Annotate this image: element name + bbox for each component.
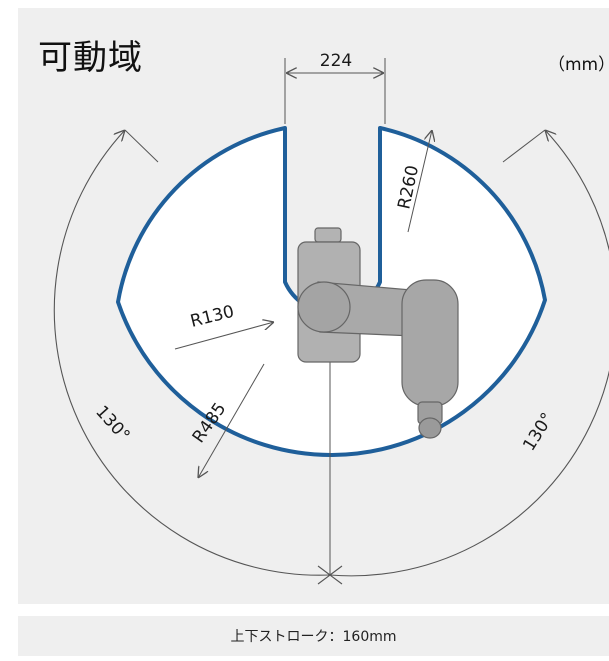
stroke-footer: 上下ストローク：160mm	[18, 616, 609, 656]
left-angle-tick	[124, 129, 159, 163]
robot-forearm	[401, 279, 459, 407]
r260-leader	[407, 130, 432, 233]
left-angle-arc	[53, 130, 331, 576]
r130-leader	[174, 322, 274, 350]
stroke-text: 上下ストローク：160mm	[230, 629, 397, 645]
robot-base-cap	[314, 227, 342, 243]
page-title: 可動域	[38, 38, 143, 78]
r485-leader	[198, 363, 265, 478]
robot-arm	[297, 227, 459, 439]
right-angle-tick	[502, 129, 546, 163]
left-angle-label: 130°	[91, 402, 133, 446]
robot-end-effector	[418, 417, 442, 439]
right-angle-arc	[329, 130, 609, 577]
unit-label: （mm）	[548, 55, 609, 75]
right-angle-label: 130°	[519, 409, 558, 454]
robot-joint-1	[297, 281, 351, 333]
gap-width-label: 224	[320, 51, 352, 71]
